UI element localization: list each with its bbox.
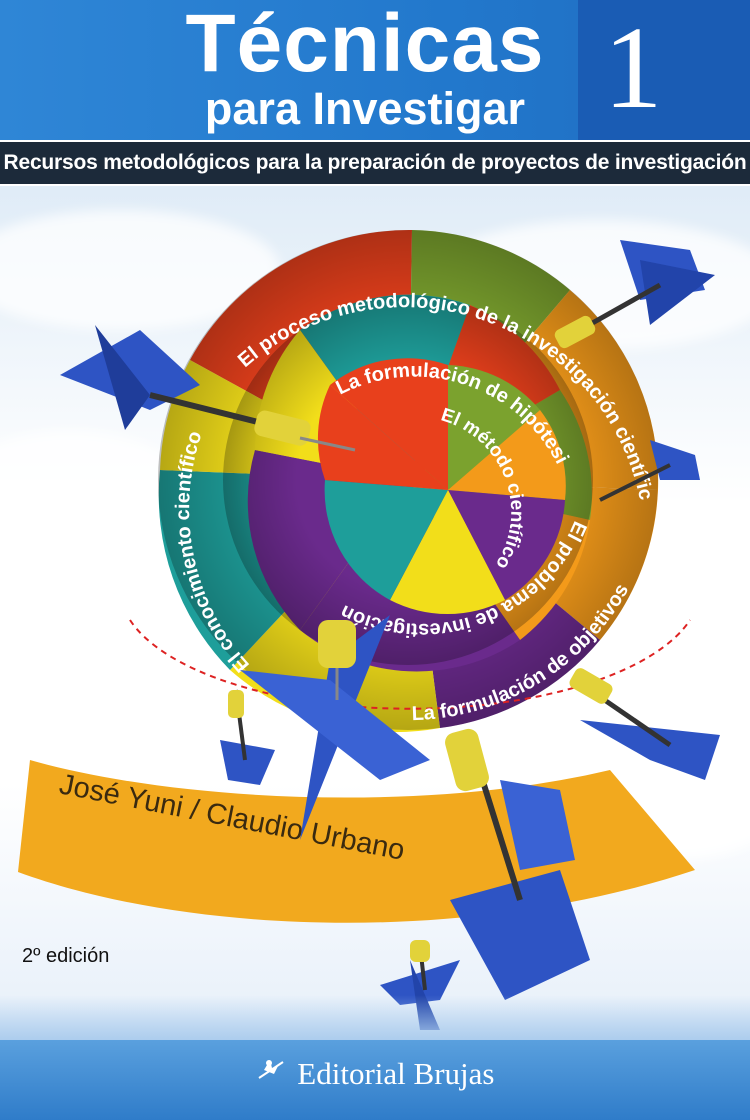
dart-icon — [240, 615, 430, 840]
footer-fade — [0, 995, 750, 1043]
inner-disc — [317, 358, 566, 615]
publisher: Editorial Brujas — [0, 1048, 750, 1094]
book-title-line2: para Investigar — [204, 83, 526, 134]
dashed-orbit — [129, 619, 691, 710]
publisher-name: Editorial Brujas — [297, 1055, 495, 1091]
dart-icon — [445, 728, 590, 1000]
witch-logo-icon — [256, 1051, 286, 1097]
edition-label: 2º edición — [22, 945, 110, 967]
volume-number: 1 — [603, 2, 663, 133]
dart-icon — [220, 689, 275, 785]
dart-icon — [60, 325, 356, 452]
book-subtitle: Recursos metodológicos para la preparaci… — [3, 151, 747, 174]
footer-band — [0, 1040, 750, 1120]
volume-panel — [578, 0, 750, 140]
book-title: Técnicas — [185, 0, 545, 89]
dart-icon — [554, 240, 715, 349]
dart-icon — [569, 668, 720, 780]
dart-icon — [599, 440, 700, 502]
subtitle-bar: Recursos metodológicos para la preparaci… — [0, 140, 750, 186]
